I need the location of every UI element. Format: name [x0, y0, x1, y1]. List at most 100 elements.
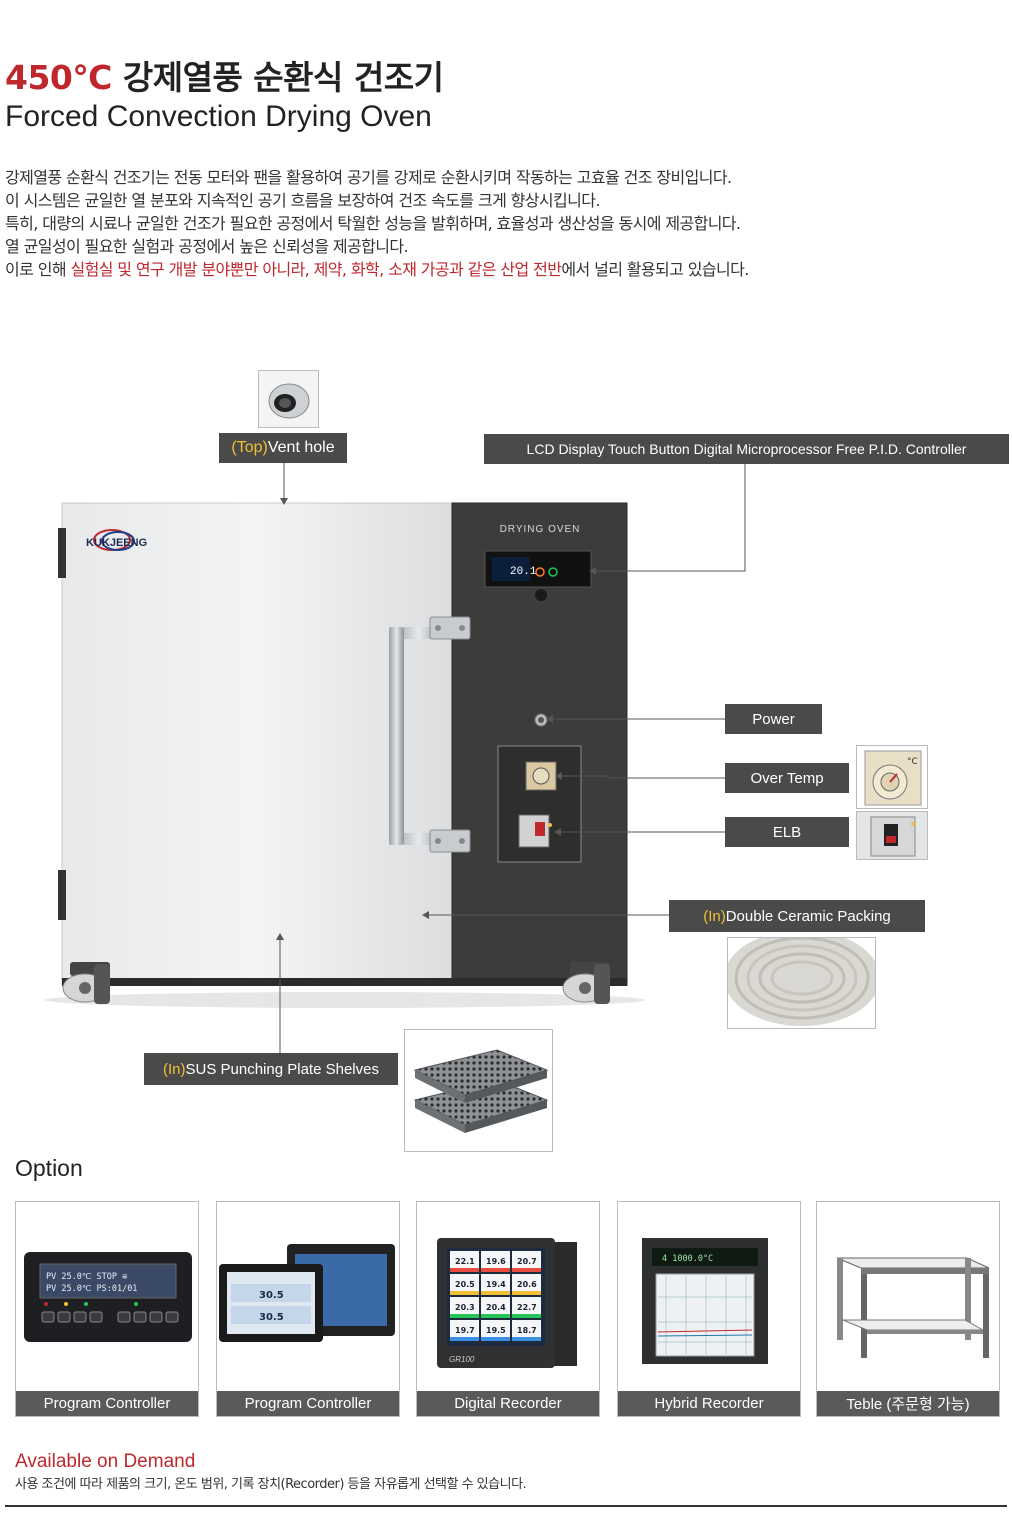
recorder-cell	[481, 1251, 510, 1272]
title-temperature: 450℃	[5, 58, 112, 97]
callout-power: Power	[725, 704, 822, 734]
kukjeeng-logo: KUKJEENG	[86, 529, 147, 551]
description-text: 에서 널리 활용되고 있습니다.	[561, 260, 749, 279]
option-card-table: Teble (주문형 가능)	[816, 1201, 1000, 1417]
page-title-korean: 450℃ 강제열풍 순환식 건조기	[5, 58, 444, 98]
door-hinge-top	[58, 528, 66, 578]
option-card-program-controller-1: PV 25.0℃ STOP ≡ PV 25.0℃ PS:01/01 Progra…	[15, 1201, 199, 1417]
svg-text:°C: °C	[907, 757, 918, 767]
callout-text: SUS Punching Plate Shelves	[185, 1060, 379, 1078]
description-line: 이 시스템은 균일한 열 분포와 지속적인 공기 흐름을 보장하여 건조 속도를…	[5, 191, 600, 210]
recorder-cell-bar	[512, 1291, 541, 1295]
over-temp-dial-icon: °C	[857, 746, 927, 808]
recorder-cell-value: 19.6	[486, 1257, 506, 1266]
recorder-brand: GR100	[449, 1355, 475, 1364]
callout-prefix: (In)	[703, 907, 726, 925]
recorder-cell	[450, 1320, 479, 1341]
recorder-cell	[512, 1274, 541, 1295]
callout-prefix: (Top)	[231, 439, 268, 456]
available-description: 사용 조건에 따라 제품의 크기, 온도 범위, 기록 장치(Recorder)…	[15, 1477, 527, 1492]
recorder-cell-bar	[481, 1268, 510, 1272]
touch-controller-image: 30.5 30.5	[219, 1244, 395, 1342]
recorder-cell	[450, 1274, 479, 1295]
recorder-cell	[481, 1274, 510, 1295]
controller-line2: PV 25.0℃ PS:01/01	[46, 1284, 137, 1294]
recorder-cell-bar	[450, 1268, 479, 1272]
callout-over-temp: Over Temp	[725, 763, 849, 793]
punching-plate-icon	[405, 1030, 552, 1151]
recorder-cell-bar	[450, 1291, 479, 1295]
vent-hole-icon	[259, 371, 318, 427]
description-line: 열 균일성이 필요한 실험과 공정에서 높은 신뢰성을 제공합니다.	[5, 237, 409, 256]
recorder-cell-value: 19.5	[486, 1326, 506, 1335]
lcd-button-green	[548, 567, 558, 577]
recorder-cell-value: 19.4	[486, 1280, 506, 1289]
description-highlight: 실험실 및 연구 개발 분야뿐만 아니라, 제약, 화학, 소재 가공과 같은 …	[70, 260, 562, 279]
recorder-cell	[512, 1297, 541, 1318]
recorder-cell	[481, 1320, 510, 1341]
callout-double-ceramic-packing: (In) Double Ceramic Packing	[669, 900, 925, 932]
callout-vent-hole: (Top) Vent hole	[219, 433, 347, 463]
option-caption: Teble (주문형 가능)	[817, 1391, 999, 1416]
recorder-cell-bar	[512, 1314, 541, 1318]
callout-lcd-controller: LCD Display Touch Button Digital Micropr…	[484, 434, 1009, 464]
option-caption: Hybrid Recorder	[618, 1391, 800, 1416]
recorder-cell-value: 19.7	[455, 1326, 475, 1335]
oven-base	[62, 978, 627, 986]
option-caption: Program Controller	[217, 1391, 399, 1416]
controller-line1: PV 25.0℃ STOP ≡	[46, 1272, 127, 1282]
door-hinge-bottom	[58, 870, 66, 920]
recorder-cell-value: 22.1	[455, 1257, 475, 1266]
elb-thumbnail	[856, 811, 928, 860]
panel-title: DRYING OVEN	[500, 524, 581, 535]
leader-arrowheads	[276, 498, 596, 940]
recorder-cell-value: 20.3	[455, 1303, 475, 1312]
caster-right	[562, 962, 610, 1004]
over-temp-thumbnail: °C	[856, 745, 928, 809]
option-card-hybrid-recorder: 4 1000.0°C Hybrid Recorder	[617, 1201, 801, 1417]
recorder-cell-bar	[481, 1314, 510, 1318]
recorder-cell-bar	[481, 1337, 510, 1341]
page-title-english: Forced Convection Drying Oven	[5, 100, 432, 133]
touch-value-2: 30.5	[259, 1312, 284, 1323]
callout-elb: ELB	[725, 817, 849, 847]
shelves-thumbnail	[404, 1029, 553, 1152]
recorder-cell	[450, 1251, 479, 1272]
recorder-cell-bar	[450, 1337, 479, 1341]
description-line: 특히, 대량의 시료나 균일한 건조가 필요한 공정에서 탁월한 성능을 발휘하…	[5, 214, 741, 233]
recorder-cell	[481, 1297, 510, 1318]
recorder-cell-bar	[450, 1314, 479, 1318]
program-controller-image: PV 25.0℃ STOP ≡ PV 25.0℃ PS:01/01	[24, 1252, 192, 1342]
callout-sus-shelves: (In) SUS Punching Plate Shelves	[144, 1053, 398, 1085]
option-card-program-controller-2: 30.5 30.5 Program Controller	[216, 1201, 400, 1417]
product-diagram: KUKJEENG DRYING OVEN 20.1	[0, 360, 1012, 1160]
control-knob	[535, 589, 547, 601]
recorder-cell	[512, 1320, 541, 1341]
option-caption: Program Controller	[16, 1391, 198, 1416]
recorder-cell-value: 20.6	[517, 1280, 537, 1289]
recorder-cell-value: 18.7	[517, 1326, 537, 1335]
recorder-cell-bar	[481, 1291, 510, 1295]
callout-prefix: (In)	[163, 1060, 186, 1078]
recorder-cell-value: 20.7	[517, 1257, 537, 1266]
caster-left	[62, 962, 110, 1004]
hybrid-readout: 4 1000.0°C	[662, 1254, 713, 1264]
brand-logo-text: KUKJEENG	[86, 537, 147, 549]
option-caption: Digital Recorder	[417, 1391, 599, 1416]
recorder-cell	[450, 1297, 479, 1318]
recorder-cell-value: 22.7	[517, 1303, 537, 1312]
ceramic-packing-icon	[728, 938, 875, 1028]
hybrid-recorder-image: 4 1000.0°C	[642, 1238, 768, 1364]
recorder-cell-value: 20.4	[486, 1303, 506, 1312]
callout-text: Double Ceramic Packing	[725, 907, 891, 925]
available-title: Available on Demand	[15, 1451, 196, 1472]
door-handle	[389, 616, 471, 853]
lcd-button-orange	[535, 567, 545, 577]
leader-lines	[279, 462, 746, 1053]
lcd-value: 20.1	[510, 566, 537, 578]
description-line: 강제열풍 순환식 건조기는 전동 모터와 팬을 활용하여 공기를 강제로 순환시…	[5, 168, 732, 187]
product-description: 강제열풍 순환식 건조기는 전동 모터와 팬을 활용하여 공기를 강제로 순환시…	[5, 166, 1005, 281]
oven-shadow	[45, 992, 645, 1008]
